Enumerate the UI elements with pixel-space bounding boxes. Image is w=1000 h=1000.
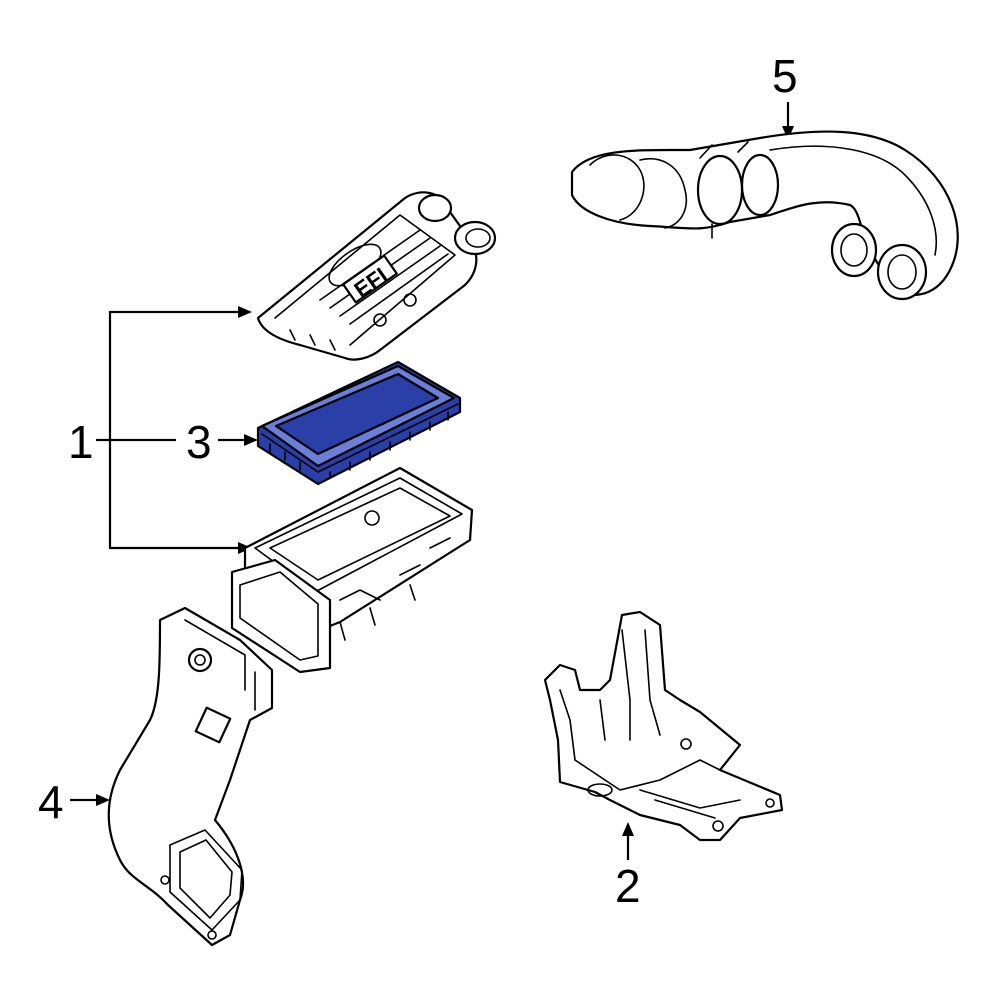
part-2-mounting-bracket <box>543 610 784 842</box>
callout-4-label: 4 <box>38 776 64 828</box>
part-4-inlet-duct <box>107 606 274 947</box>
leader-1-bracket <box>108 310 240 550</box>
arrowhead-4 <box>96 794 110 806</box>
arrowhead-3 <box>244 434 258 446</box>
callout-1-label: 1 <box>68 416 94 468</box>
arrowhead-1-upper <box>238 306 252 318</box>
part-1-air-cleaner-housing <box>230 466 474 674</box>
part-3-air-filter <box>256 360 462 486</box>
part-1-air-cleaner-lid: EFI <box>256 191 497 361</box>
callout-2-label: 2 <box>615 860 641 912</box>
leader-lines <box>70 102 794 860</box>
callout-3-label: 3 <box>186 416 212 468</box>
arrowhead-2 <box>622 822 634 836</box>
part-5-outlet-tube <box>570 130 959 301</box>
callout-5-label: 5 <box>772 50 798 102</box>
